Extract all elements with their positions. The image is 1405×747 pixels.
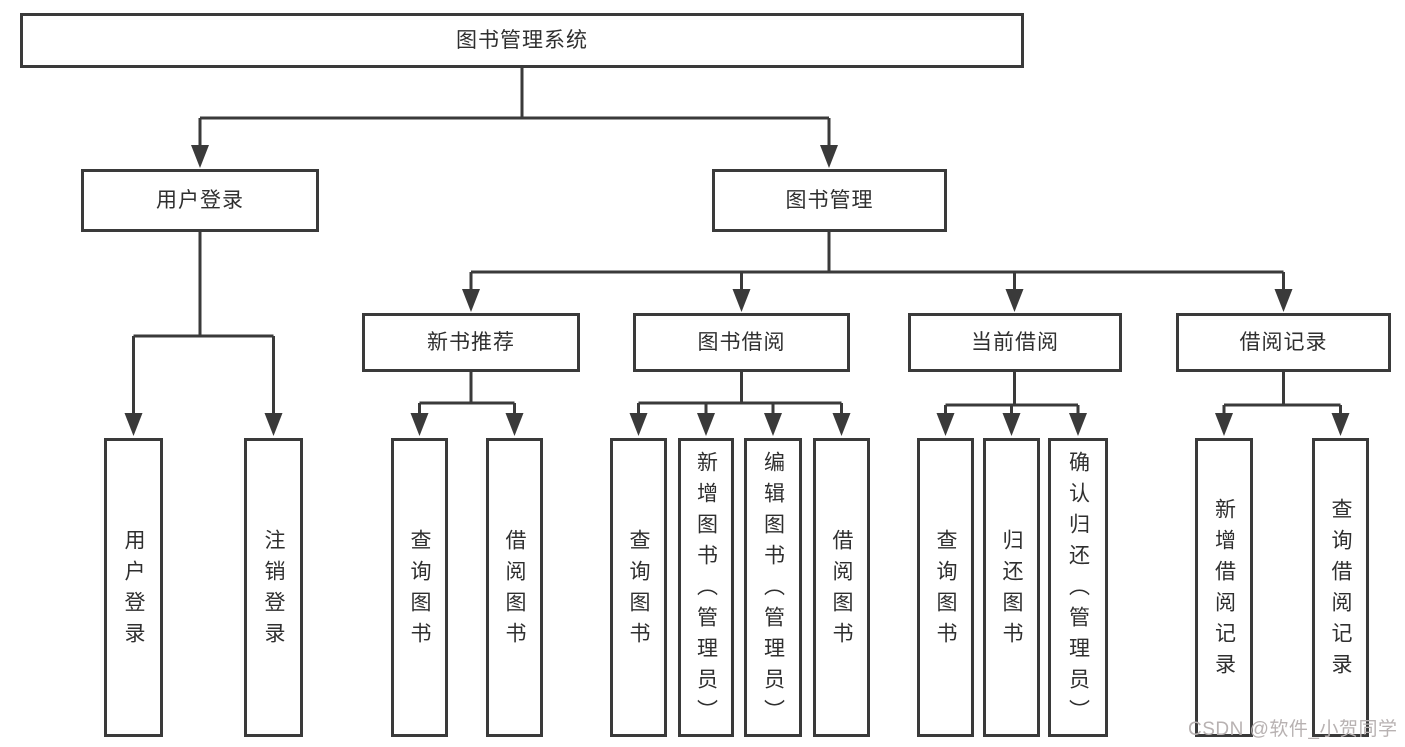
node-book-management: 图书管理	[712, 169, 947, 232]
node-borrow-books-recommend: 借阅图书	[486, 438, 543, 737]
arrowhead	[1274, 289, 1293, 312]
arrowhead	[764, 413, 782, 436]
node-root: 图书管理系统	[20, 13, 1024, 68]
node-add-borrow-record: 新增借阅记录	[1195, 438, 1253, 737]
node-add-books-admin: 新增图书（管理员）	[678, 438, 734, 737]
node-return-books: 归还图书	[983, 438, 1040, 737]
arrowhead	[410, 413, 429, 436]
arrowhead	[124, 413, 143, 436]
node-query-borrow-record: 查询借阅记录	[1312, 438, 1369, 737]
node-current-borrow: 当前借阅	[908, 313, 1122, 372]
arrowhead	[1002, 413, 1021, 436]
node-user-login-leaf: 用户登录	[104, 438, 163, 737]
node-query-books-current: 查询图书	[917, 438, 974, 737]
node-book-borrow: 图书借阅	[633, 313, 850, 372]
arrowhead	[697, 413, 715, 436]
arrowhead	[732, 289, 751, 312]
arrowhead	[629, 413, 648, 436]
arrowhead	[820, 145, 838, 168]
watermark: CSDN @软件_小贺同学	[1188, 719, 1398, 740]
arrowhead	[1215, 413, 1233, 436]
arrowhead	[462, 289, 480, 312]
arrowhead	[191, 145, 209, 168]
arrowhead	[1331, 413, 1350, 436]
node-query-books-recommend: 查询图书	[391, 438, 448, 737]
node-edit-books-admin: 编辑图书（管理员）	[744, 438, 802, 737]
node-borrow-records: 借阅记录	[1176, 313, 1391, 372]
arrowhead	[264, 413, 283, 436]
node-query-books-borrow: 查询图书	[610, 438, 667, 737]
node-confirm-return-admin: 确认归还（管理员）	[1048, 438, 1108, 737]
node-user-login: 用户登录	[81, 169, 319, 232]
node-logout: 注销登录	[244, 438, 303, 737]
arrowhead	[505, 413, 524, 436]
arrowhead	[936, 413, 955, 436]
arrowhead	[832, 413, 851, 436]
arrowhead	[1069, 413, 1087, 436]
arrowhead	[1005, 289, 1024, 312]
node-new-book-recommend: 新书推荐	[362, 313, 580, 372]
node-borrow-books-leaf: 借阅图书	[813, 438, 870, 737]
